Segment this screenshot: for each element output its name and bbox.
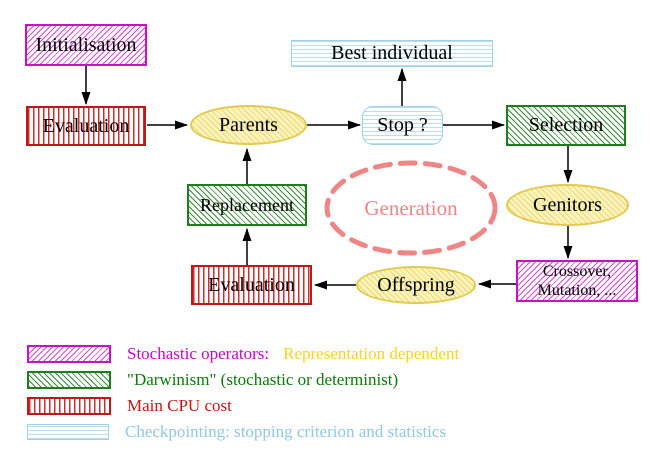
legend-darwinism-text: "Darwinism" (stochastic or determinist) xyxy=(127,370,399,389)
node-parents: Parents xyxy=(190,105,307,145)
node-genitors: Genitors xyxy=(506,184,629,226)
node-best-individual: Best individual xyxy=(291,40,493,67)
legend-swatch-stochastic-operators xyxy=(27,345,111,363)
node-crossover-mutation: Crossover, Mutation, ... xyxy=(516,260,638,302)
crossover-line2: Mutation, ... xyxy=(537,282,617,299)
node-generation: Generation xyxy=(364,195,458,220)
legend-checkpointing-text: Checkpointing: stopping criterion and st… xyxy=(125,422,447,441)
legend-cpu-text: Main CPU cost xyxy=(127,396,232,415)
legend-row-cpu-cost: Main CPU cost xyxy=(27,392,232,420)
legend-stochastic-text: Stochastic operators: xyxy=(127,344,270,363)
legend-row-checkpointing: Checkpointing: stopping criterion and st… xyxy=(27,418,446,446)
node-replacement: Replacement xyxy=(187,184,307,226)
legend-swatch-darwinism xyxy=(27,371,111,389)
legend-swatch-checkpointing xyxy=(27,424,109,440)
legend-representation-text: Representation dependent xyxy=(283,344,460,363)
legend-row-stochastic: Stochastic operators: Representation depe… xyxy=(27,340,459,368)
node-evaluation-bottom: Evaluation xyxy=(191,265,312,305)
node-evaluation-top: Evaluation xyxy=(26,106,146,146)
crossover-line1: Crossover, xyxy=(542,263,612,280)
node-initialisation: Initialisation xyxy=(25,24,147,66)
legend-label-stochastic: Stochastic operators: Representation depe… xyxy=(127,344,459,364)
node-offspring: Offspring xyxy=(356,266,476,304)
legend-swatch-cpu-cost xyxy=(27,397,111,415)
node-stop: Stop ? xyxy=(362,106,443,145)
legend-row-darwinism: "Darwinism" (stochastic or determinist) xyxy=(27,366,398,394)
node-selection: Selection xyxy=(506,105,626,146)
